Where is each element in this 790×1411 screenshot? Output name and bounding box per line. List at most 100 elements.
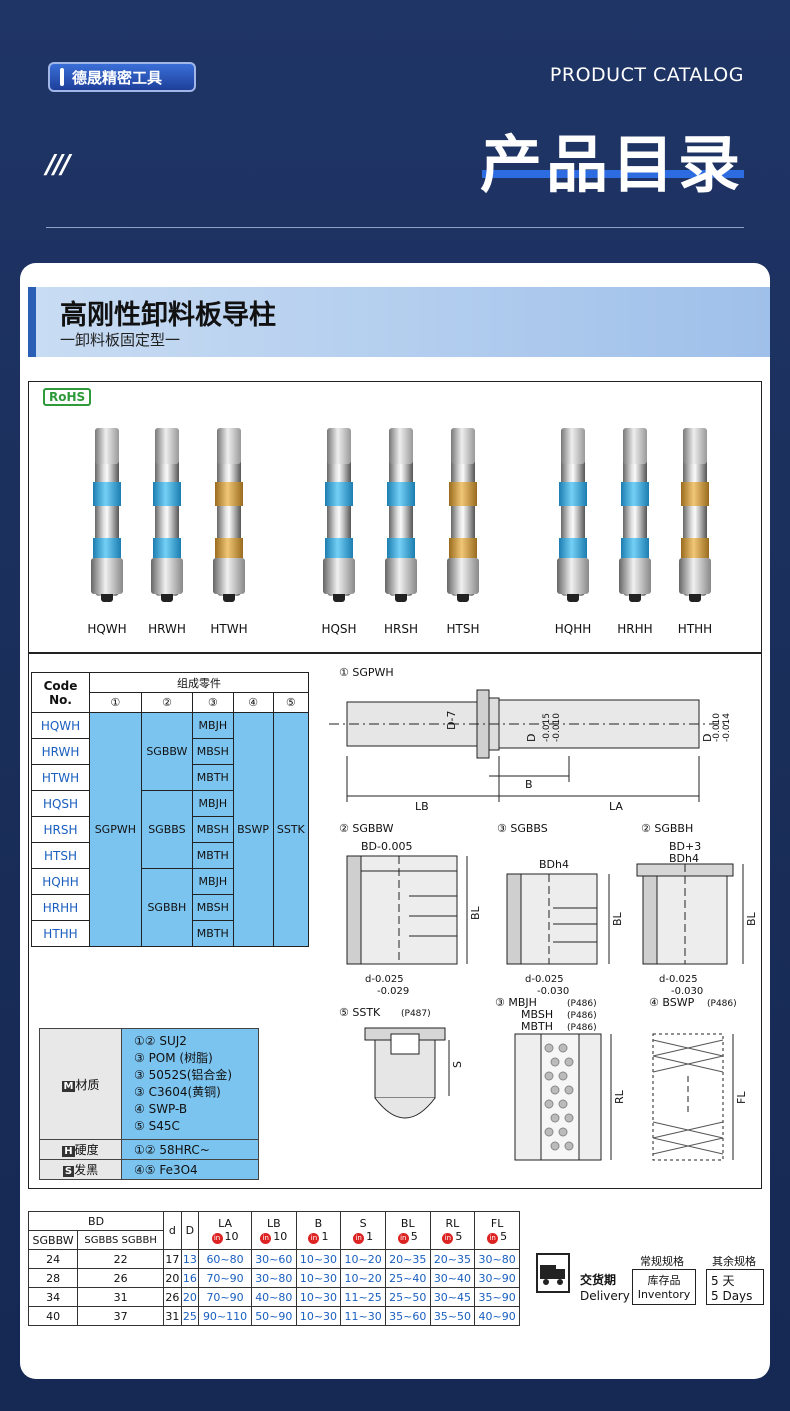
logo-text: 德晟精密工具 — [72, 68, 163, 87]
label-b: B — [525, 778, 533, 791]
product-image-htwh — [213, 428, 245, 602]
table-cell: 25~50 — [384, 1287, 431, 1307]
th-rl-label: RL — [445, 1217, 460, 1230]
part-cell: SGBBW — [140, 712, 194, 791]
table-cell: 30~40 — [429, 1268, 476, 1288]
label-tol: -0.010 — [552, 713, 562, 742]
label-d030: -0.030 — [671, 986, 703, 997]
table-cell: 10~30 — [295, 1287, 342, 1307]
material-line: ④ SWP-B — [134, 1102, 188, 1116]
table-cell: 35~60 — [384, 1306, 431, 1326]
technical-drawings: ① SGPWH D-7 -0.015 -0.010 D D -0.010 -0.… — [329, 666, 758, 1161]
product-label: HTWH — [210, 622, 248, 636]
delivery-label-en: Delivery — [580, 1289, 630, 1303]
table-cell: 13 — [180, 1249, 200, 1269]
product-label: HQWH — [87, 622, 127, 636]
label-d7: D-7 — [445, 711, 458, 730]
part-cell: MBSH — [192, 894, 234, 921]
table-cell: 30~45 — [429, 1287, 476, 1307]
product-image-hrwh — [151, 428, 183, 602]
part-cell: MBJH — [192, 712, 234, 739]
hardness-label: 硬度 — [74, 1143, 99, 1157]
part-cell: SGPWH — [89, 712, 142, 947]
table-cell: 70~90 — [198, 1287, 252, 1307]
th-bl-inc: 5 — [410, 1230, 418, 1243]
label-bl: BL — [469, 905, 482, 920]
th-s-inc: 1 — [366, 1230, 374, 1243]
table-cell: 17 — [163, 1249, 182, 1269]
table-cell: 10~30 — [295, 1268, 342, 1288]
product-label: HTHH — [677, 622, 713, 636]
code-cell: HTWH — [31, 764, 90, 791]
label-tol: -0.015 — [542, 713, 552, 742]
table-cell: 30~90 — [474, 1268, 520, 1288]
section-band: 高刚性卸料板导柱 一卸料板固定型一 — [28, 287, 770, 357]
th-bl-label: BL — [400, 1217, 415, 1230]
table-cell: 25 — [180, 1306, 200, 1326]
other-cn: 5 天 — [711, 1274, 735, 1288]
delivery-label-cn: 交货期 — [580, 1273, 617, 1287]
table-cell: 16 — [180, 1268, 200, 1288]
other-head: 其余规格 — [712, 1255, 756, 1268]
table-cell: 24 — [27, 1249, 79, 1269]
std-cn: 库存品 — [647, 1274, 681, 1287]
part-cell: MBTH — [192, 920, 234, 947]
th-fl-label: FL — [490, 1217, 504, 1230]
section-subtitle: 一卸料板固定型一 — [60, 331, 181, 349]
th-bd: BD — [27, 1211, 165, 1231]
label-mbsh: MBSH — [521, 1008, 553, 1021]
part-cell: MBJH — [192, 868, 234, 895]
table-cell: 30~60 — [250, 1249, 297, 1269]
part-cell: SSTK — [272, 712, 310, 947]
table-cell: 26 — [163, 1287, 182, 1307]
th-lb-inc: 10 — [273, 1230, 288, 1243]
code-cell: HQSH — [31, 790, 90, 817]
product-label: HTSH — [446, 622, 480, 636]
product-photos: RoHS HQWH HRWH HTWH HQSH HRSH HTSH HQHH … — [28, 381, 762, 653]
label-bd005: BD-0.005 — [361, 840, 412, 853]
table-cell: 25~40 — [384, 1268, 431, 1288]
label-sgbbh: ② SGBBH — [641, 822, 693, 835]
label-page: (P486) — [567, 1011, 597, 1021]
code-cell: HRWH — [31, 738, 90, 765]
label-bdh4b: BDh4 — [669, 852, 699, 865]
th-d: d — [163, 1211, 182, 1250]
product-image-hrhh — [619, 428, 651, 602]
table-cell: 30~80 — [474, 1249, 520, 1269]
label-mbjh: ③ MBJH — [495, 996, 537, 1009]
catalog-label: PRODUCT CATALOG — [549, 64, 744, 86]
label-d-upper: D — [525, 734, 538, 742]
label-mbth: MBTH — [521, 1020, 553, 1033]
code-cell: HTSH — [31, 842, 90, 869]
product-label: HRWH — [148, 622, 186, 636]
th-s-label: S — [359, 1217, 367, 1230]
material-line: ③ 5052S(铝合金) — [134, 1068, 233, 1082]
table-cell: 20 — [163, 1268, 182, 1288]
label-s: S — [451, 1061, 464, 1068]
part-cell: SGBBH — [140, 868, 194, 947]
section-title: 高刚性卸料板导柱 — [60, 300, 276, 331]
material-line: ③ C3604(黄铜) — [134, 1085, 221, 1099]
label-sgbbw: ② SGBBW — [339, 822, 394, 835]
product-label: HQSH — [321, 622, 357, 636]
m-icon: M — [61, 1080, 76, 1092]
col-header: ④ — [232, 692, 274, 713]
part-cell: BSWP — [232, 712, 274, 947]
inc-icon: in — [487, 1233, 499, 1244]
table-cell: 40~90 — [474, 1306, 520, 1326]
label-d030: -0.030 — [537, 986, 569, 997]
table-cell: 50~90 — [250, 1306, 297, 1326]
label-d: D — [701, 734, 714, 742]
page-title: 产品目录 — [479, 128, 744, 201]
col-header: ③ — [192, 692, 234, 713]
product-image-hrsh — [385, 428, 417, 602]
col-header: ① — [89, 692, 142, 713]
